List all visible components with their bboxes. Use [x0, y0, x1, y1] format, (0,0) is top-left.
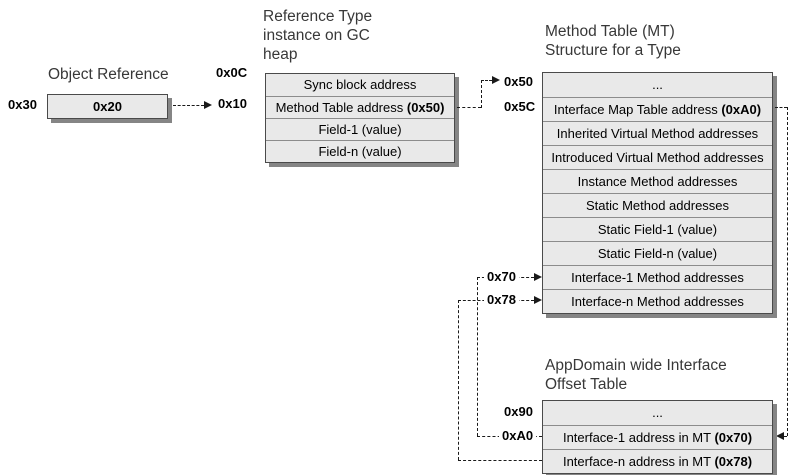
row-text: Interface Map Table address: [553, 102, 722, 117]
address-label-0x0c: 0x0C: [216, 65, 248, 80]
row-text: Interface-1 address in MT: [562, 430, 715, 445]
table-row: Method Table address (0x50): [266, 96, 454, 118]
table-row: Interface-n address in MT (0x78): [543, 449, 772, 473]
arrow-right-icon: [534, 296, 542, 304]
row-text: Sync block address: [303, 77, 417, 92]
row-text: ...: [652, 405, 663, 420]
title-line: Method Table (MT): [545, 23, 675, 40]
table-row: ...: [543, 73, 772, 97]
table-row: Introduced Virtual Method addresses: [543, 145, 772, 169]
connector-if1-v: [477, 277, 478, 436]
table-row: Interface-1 Method addresses: [543, 265, 772, 289]
table-row: Static Field-n (value): [543, 241, 772, 265]
address-label-0x70: 0x70: [484, 270, 519, 284]
offset-table-title: AppDomain wide Interface Offset Table: [545, 356, 727, 394]
method-table: ... Interface Map Table address (0xA0) I…: [542, 72, 773, 314]
address-label-0x90: 0x90: [504, 404, 533, 419]
table-row: Sync block address: [266, 74, 454, 96]
table-row: Inherited Virtual Method addresses: [543, 121, 772, 145]
row-text: Interface-n Method addresses: [571, 294, 744, 309]
address-label-0x5c: 0x5C: [504, 99, 536, 114]
row-text: ...: [652, 77, 663, 92]
interface-offset-table: ... Interface-1 address in MT (0x70) Int…: [542, 400, 773, 474]
title-line: Structure for a Type: [545, 42, 681, 59]
row-text: Static Field-n (value): [597, 246, 718, 261]
connector-mtaddr-v: [481, 80, 482, 108]
row-text: Interface-n address in MT: [562, 454, 715, 469]
title-line: heap: [263, 46, 298, 63]
row-bold-value: (0x50): [406, 100, 445, 115]
address-label-0x78: 0x78: [484, 293, 519, 307]
row-text: Interface-1 Method addresses: [571, 270, 744, 285]
table-row: Interface-n Method addresses: [543, 289, 772, 313]
table-row: Instance Method addresses: [543, 169, 772, 193]
title-line: AppDomain wide Interface: [545, 357, 727, 374]
table-row: Static Method addresses: [543, 193, 772, 217]
address-label-0x10: 0x10: [218, 96, 247, 111]
row-text: Introduced Virtual Method addresses: [551, 150, 764, 165]
connector-ifmap-h1: [775, 107, 787, 108]
table-row: Interface-1 address in MT (0x70): [543, 425, 772, 449]
connector-mtaddr-h2: [481, 80, 492, 81]
address-label-0x30: 0x30: [8, 97, 37, 112]
table-row: Field-n (value): [266, 140, 454, 162]
connector-ifn-v: [458, 300, 459, 460]
arrow-right-icon: [204, 101, 212, 109]
title-line: instance on GC: [263, 27, 370, 44]
connector-ifmap-v: [787, 107, 788, 436]
row-text: Field-n (value): [318, 144, 402, 159]
object-reference-value: 0x20: [93, 99, 122, 114]
connector-ifn-h1: [458, 460, 542, 461]
row-bold-value: (0x70): [714, 430, 753, 445]
table-row: Interface Map Table address (0xA0): [543, 97, 772, 121]
object-reference-box: 0x20: [47, 94, 168, 119]
gc-instance-table: Sync block address Method Table address …: [265, 73, 455, 163]
connector-objref-h: [173, 105, 204, 106]
connector-ifmap-h2: [784, 436, 787, 437]
method-table-title: Method Table (MT) Structure for a Type: [545, 22, 681, 60]
address-label-0x50: 0x50: [504, 74, 533, 89]
table-row: ...: [543, 401, 772, 425]
row-text: Inherited Virtual Method addresses: [556, 126, 759, 141]
row-text: Method Table address: [275, 100, 407, 115]
object-reference-title: Object Reference: [48, 66, 169, 83]
arrow-right-icon: [534, 273, 542, 281]
row-bold-value: (0xA0): [721, 102, 762, 117]
row-text: Field-1 (value): [318, 122, 402, 137]
row-text: Static Method addresses: [585, 198, 730, 213]
title-line: Reference Type: [263, 8, 373, 25]
table-row: Field-1 (value): [266, 118, 454, 140]
connector-mtaddr-h1: [457, 107, 481, 108]
gc-instance-title: Reference Type instance on GC heap: [263, 7, 372, 64]
row-bold-value: (0x78): [714, 454, 753, 469]
address-label-0xa0: 0xA0: [499, 429, 537, 443]
arrow-right-icon: [492, 76, 500, 84]
table-row: Static Field-1 (value): [543, 217, 772, 241]
arrow-left-icon: [776, 432, 784, 440]
row-text: Static Field-1 (value): [597, 222, 718, 237]
row-text: Instance Method addresses: [577, 174, 738, 189]
title-line: Offset Table: [545, 376, 628, 393]
